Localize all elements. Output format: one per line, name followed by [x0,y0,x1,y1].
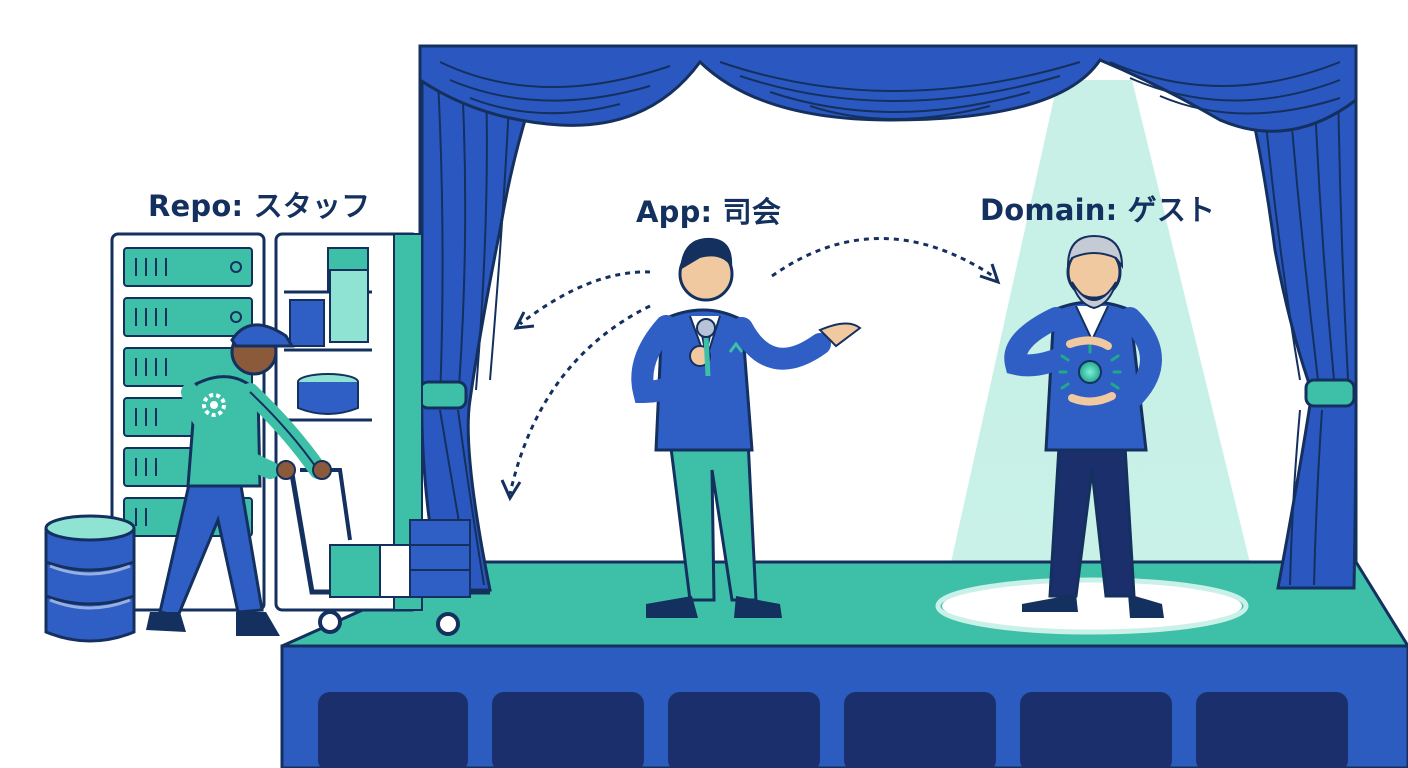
glowing-orb-icon [1058,344,1122,390]
app-host-label: App: 司会 [636,195,782,229]
stage-front [280,644,1408,768]
server-rack-right [274,232,423,612]
host-presenter [631,237,862,618]
guest-expert [1004,234,1164,618]
domain-guest-label: Domain: ゲスト [980,193,1216,227]
curtain-right [1238,58,1358,590]
flow-arrows [500,237,1001,502]
staff-worker [146,323,490,636]
curtain-tieback-right [1304,378,1356,408]
curtain-tieback-left [418,380,468,410]
database-icon [44,514,136,643]
microphone-icon [696,318,716,377]
gear-icon [202,393,226,417]
repo-staff-label: Repo: スタッフ [148,189,371,223]
curtain-valance [418,44,1358,133]
